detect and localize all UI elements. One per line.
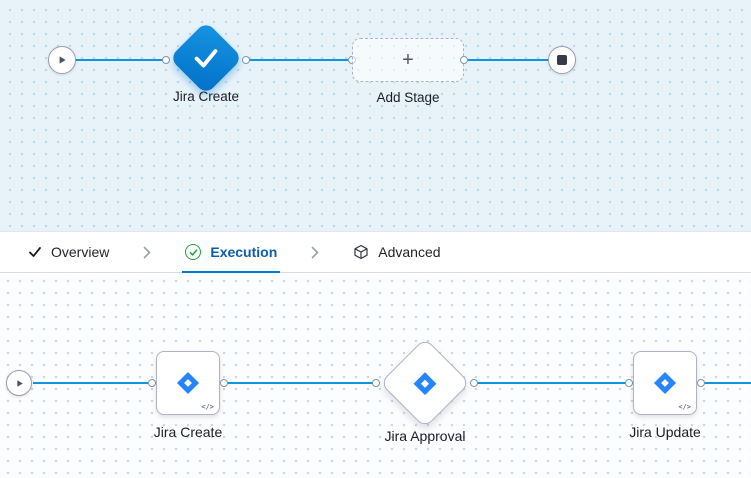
connector-dot: [372, 379, 380, 387]
cube-icon: [354, 244, 368, 260]
step-node-jira-create[interactable]: </>: [156, 351, 220, 415]
check-icon: [29, 247, 41, 257]
step-node-jira-update[interactable]: </>: [633, 351, 697, 415]
connector-line: [33, 382, 156, 384]
connector-line: [76, 59, 170, 61]
stage-node-jira-create[interactable]: [169, 21, 243, 95]
connector-dot: [470, 379, 478, 387]
play-icon: [59, 56, 66, 64]
connector-dot: [625, 379, 633, 387]
jira-icon: [176, 371, 200, 395]
step-label: Jira Approval: [384, 428, 466, 444]
chevron-right-icon: [311, 232, 319, 272]
stage-label: Jira Create: [172, 89, 240, 104]
tab-execution-label: Execution: [210, 244, 278, 260]
connector-dot: [460, 56, 468, 64]
tab-advanced[interactable]: Advanced: [353, 232, 441, 272]
chevron-right-icon: [143, 232, 151, 272]
connector-line: [224, 382, 380, 384]
jira-icon: [653, 371, 677, 395]
tab-advanced-label: Advanced: [378, 244, 441, 260]
code-icon: </>: [678, 403, 691, 411]
pipeline-end-node[interactable]: [548, 46, 576, 74]
plus-icon: +: [402, 48, 414, 71]
stop-icon: [557, 55, 567, 65]
check-icon: [191, 43, 221, 73]
connector-line: [464, 59, 548, 61]
tab-overview-label: Overview: [51, 244, 110, 260]
jira-icon: [412, 370, 439, 397]
execution-step-canvas[interactable]: </> Jira Create Jira Approval </> Jira U…: [0, 273, 751, 478]
step-node-jira-approval[interactable]: [379, 337, 471, 429]
connector-line: [242, 59, 352, 61]
execution-start-node[interactable]: [6, 370, 32, 396]
tab-execution[interactable]: Execution: [182, 232, 281, 273]
stage-config-tabbar: Overview Execution Advanced: [0, 231, 751, 273]
tab-overview[interactable]: Overview: [28, 232, 109, 272]
connector-dot: [162, 56, 170, 64]
step-label: Jira Update: [629, 424, 701, 440]
add-stage-button[interactable]: +: [352, 38, 464, 82]
pipeline-stage-canvas[interactable]: Jira Create + Add Stage: [0, 0, 751, 231]
play-icon: [16, 379, 23, 387]
pipeline-start-node[interactable]: [48, 46, 76, 74]
add-stage-label: Add Stage: [376, 90, 440, 105]
connector-dot: [697, 379, 705, 387]
code-icon: </>: [201, 403, 214, 411]
connector-dot: [148, 379, 156, 387]
connector-line: [470, 382, 633, 384]
check-circle-icon: [185, 244, 202, 260]
connector-dot: [220, 379, 228, 387]
connector-line: [701, 382, 751, 384]
connector-dot: [242, 56, 250, 64]
step-label: Jira Create: [153, 424, 223, 440]
